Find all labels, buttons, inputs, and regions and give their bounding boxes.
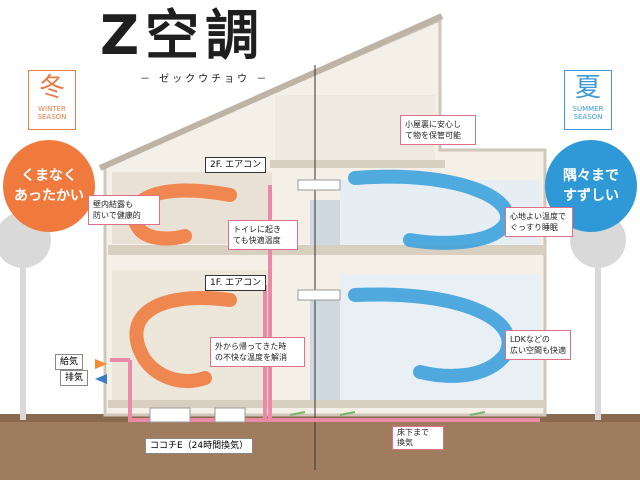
summer-en-2: SEASON	[573, 113, 603, 121]
roof-slope	[98, 13, 444, 171]
aircon-unit-2f	[297, 179, 341, 191]
callout-attic: 小屋裏に安心し て物を保管可能	[400, 115, 476, 145]
callout-comfort: 心地よい温度で ぐっすり睡眠	[505, 207, 573, 237]
supply-arrow-icon	[95, 359, 107, 369]
callout-underfloor: 床下まで 換気	[392, 426, 444, 450]
winter-kanji: 冬	[38, 73, 65, 103]
aircon-2f-label: 2F. エアコン	[205, 157, 267, 173]
callout-toilet: トイレに起き ても快適温度	[228, 220, 298, 250]
winter-headline: くまなく あったかい	[3, 140, 95, 232]
exhaust-air-label: 排気	[60, 370, 89, 386]
floor-slab-attic	[270, 160, 445, 168]
callout-condensation: 壁内結露も 防いで健康的	[88, 195, 160, 225]
floor-slab-2f	[108, 245, 545, 255]
ventilation-unit-body-2	[214, 407, 246, 423]
summer-en-1: SUMMER	[572, 105, 604, 113]
summer-season-badge: 夏 SUMMER SEASON	[564, 70, 612, 130]
winter-season-badge: 冬 WINTER SEASON	[28, 70, 76, 130]
winter-en-1: WINTER	[38, 105, 66, 113]
underfloor-airflow-arrows	[289, 411, 486, 416]
callout-ldk: LDKなどの 広い空間も快適	[505, 330, 571, 360]
summer-kanji: 夏	[574, 73, 601, 103]
ventilation-unit-label: ココチE（24時間換気）	[145, 438, 254, 454]
ventilation-unit-body	[149, 407, 191, 423]
exhaust-arrow-icon	[95, 374, 107, 384]
winter-en-2: SEASON	[37, 113, 67, 121]
ground-soil	[0, 420, 640, 480]
supply-air-label: 給気	[55, 354, 84, 370]
callout-outside: 外から帰ってきた時 の不快な温度を解消	[210, 337, 305, 367]
floor-slab-1f	[108, 400, 545, 408]
aircon-unit-1f	[297, 289, 341, 301]
brand-title: Z空調	[100, 4, 266, 67]
aircon-1f-label: 1F. エアコン	[205, 275, 267, 291]
brand-reading: － ゼックウチョウ －	[140, 74, 270, 85]
